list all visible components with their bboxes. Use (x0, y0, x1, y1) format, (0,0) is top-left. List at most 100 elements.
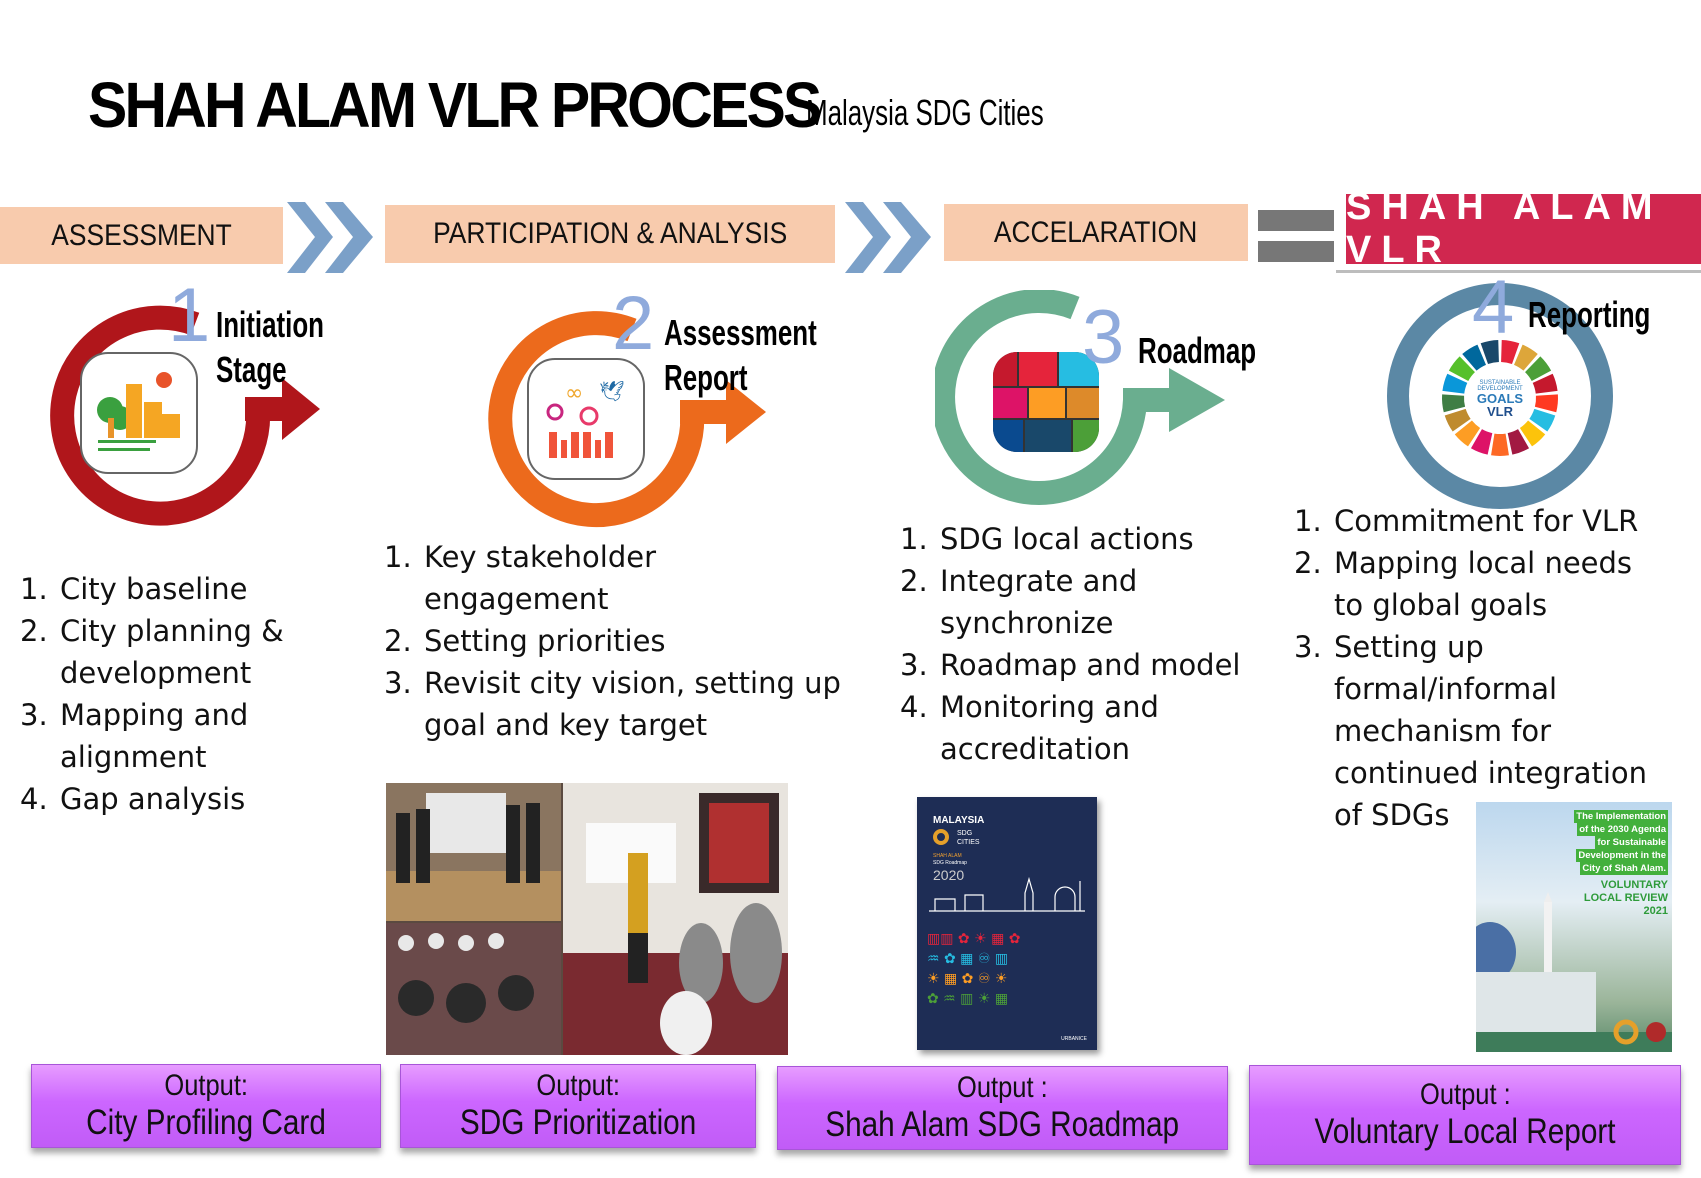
output-box-voluntary-local-report: Output : Voluntary Local Report (1249, 1065, 1681, 1165)
stage-title-line: Initiation (216, 304, 324, 345)
item-text: Mapping and alignment (60, 698, 249, 774)
skyline-pattern-icon: ▥▥ ✿ ☀ ▦ ✿ ♒ ✿ ▦ ♾ ▥ ☀ ▦ ✿ ♾ ☀ ✿ ♒ ▥ ☀ ▦ (927, 876, 1085, 1007)
stage-title-line: Assessment (664, 312, 817, 353)
item-number: 2. (20, 614, 48, 648)
item-text: SDG local actions (940, 522, 1194, 556)
sdg-wheel-segment (1532, 373, 1558, 394)
cover-line: The Implementation (1574, 810, 1668, 823)
output-label: Output : (1419, 1078, 1511, 1111)
svg-text:☀ ▦ ✿ ♾ ☀: ☀ ▦ ✿ ♾ ☀ (927, 971, 1007, 987)
svg-text:♒ ✿ ▦ ♾ ▥: ♒ ✿ ▦ ♾ ▥ (927, 951, 1008, 967)
item-number: 2. (1294, 546, 1322, 580)
stage-2-steps: 1.Key stakeholder engagement 2. Setting p… (384, 536, 841, 746)
list-item: 1. City baseline (20, 568, 284, 610)
stage-title-line: Reporting (1528, 294, 1651, 335)
wheel-text-line: GOALS (1476, 391, 1524, 406)
chevron-right-double-icon (287, 202, 373, 273)
stage-1-cycle-arrow-icon (50, 305, 320, 526)
sdg-wheel-segment (1501, 340, 1520, 365)
sdg-wheel-segment (1444, 408, 1471, 432)
output-box-city-profiling: Output: City Profiling Card (31, 1064, 381, 1148)
item-text: Mapping local needs to global goals (1334, 546, 1633, 622)
cover-line: of the 2030 Agenda (1577, 823, 1668, 836)
stage-2-cycle-arrow-icon (488, 311, 766, 528)
list-item: 4.Monitoring and accreditation (900, 686, 1241, 770)
shah-alam-vlr-banner: SHAH ALAM VLR (1346, 186, 1701, 271)
sdg-wheel-segment (1514, 344, 1538, 371)
page-title: SHAH ALAM VLR PROCESS (88, 69, 822, 141)
workshop-photo-collage (386, 783, 788, 1055)
item-text: Integrate and synchronize (940, 564, 1138, 640)
stage-title-line: Report (664, 357, 748, 398)
stage-3-cycle-arrow-icon (935, 290, 1225, 505)
cover-heading: The Implementation of the 2030 Agenda fo… (1546, 810, 1668, 918)
phase-acceleration: ACCELARATION (944, 204, 1248, 261)
stage-title: Initiation Stage (216, 302, 324, 392)
output-value: Voluntary Local Report (1314, 1112, 1616, 1151)
item-number: 4. (20, 782, 48, 816)
equals-sign-icon (1258, 210, 1334, 231)
output-value: SDG Prioritization (459, 1103, 697, 1142)
item-number: 3. (1294, 630, 1322, 664)
svg-text:∞: ∞ (565, 381, 583, 406)
list-item: 1.Key stakeholder engagement (384, 536, 841, 620)
cover-subtitle: SDG CITIES (957, 829, 980, 847)
stage-4-steps: 1.Commitment for VLR 2.Mapping local nee… (1294, 500, 1647, 836)
list-item: 3.Revisit city vision, setting up goal a… (384, 662, 841, 746)
cover-title: MALAYSIA (933, 815, 985, 826)
cover-headline: LOCAL REVIEW (1583, 892, 1668, 904)
sdg-wheel-segment (1470, 429, 1493, 455)
sdg-wheel-logo-icon (933, 829, 949, 845)
cover-line: CITIES (957, 839, 980, 846)
chevron-right-double-icon (845, 202, 931, 273)
sdg-wheel-segment (1519, 420, 1546, 447)
mosque-photo (1476, 892, 1672, 1052)
cover-line: for Sustainable (1595, 836, 1668, 849)
item-number: 1. (20, 572, 48, 606)
vlr-report-cover: The Implementation of the 2030 Agenda fo… (1476, 802, 1672, 1052)
item-text: Monitoring and accreditation (940, 690, 1159, 766)
stage-title: Assessment Report (664, 310, 817, 400)
cover-line: City of Shah Alam. (1580, 862, 1668, 875)
cover-year: 2020 (933, 867, 965, 883)
stage-3-steps: 1. SDG local actions 2. Integrate and sync… (900, 518, 1241, 770)
page-subtitle: Malaysia SDG Cities (806, 92, 1044, 133)
item-number: 3. (384, 666, 412, 700)
item-number: 2. (900, 564, 928, 598)
output-value: Shah Alam SDG Roadmap (825, 1105, 1180, 1144)
output-label: Output: (164, 1069, 248, 1102)
svg-text:▥▥ ✿ ☀ ▦ ✿: ▥▥ ✿ ☀ ▦ ✿ (927, 931, 1021, 947)
stage-number: 4 (1472, 265, 1515, 350)
item-number: 2. (384, 624, 412, 658)
cover-footer-logo: URBANICE (1061, 1036, 1087, 1042)
wheel-text-line: DEVELOPMENT (1477, 386, 1523, 392)
sdg-wheel-segment (1454, 420, 1481, 447)
list-item: 2.City planning & development (20, 610, 284, 694)
output-box-sdg-roadmap: Output : Shah Alam SDG Roadmap (777, 1066, 1228, 1150)
sdg-wheel-segment (1534, 394, 1558, 413)
equals-sign-icon (1258, 241, 1334, 262)
list-item: 3.Mapping and alignment (20, 694, 284, 778)
list-item: 2. Integrate and synchronize (900, 560, 1241, 644)
item-number: 1. (900, 522, 928, 556)
stage-1-steps: 1. City baseline 2.City planning & develo… (20, 568, 284, 820)
output-value: City Profiling Card (86, 1103, 326, 1142)
stage-number: 2 (612, 281, 655, 366)
item-text: City baseline (60, 572, 248, 606)
sdg-wheel-segment (1442, 373, 1468, 394)
item-text: Gap analysis (60, 782, 246, 816)
sdg-wheel-segment (1529, 408, 1556, 432)
sdg-wheel-segment (1448, 356, 1475, 381)
stage-number: 3 (1082, 295, 1125, 380)
cover-city: SHAH ALAM (933, 853, 962, 859)
stage-title: Roadmap (1138, 328, 1256, 373)
city-buildings-icon (80, 352, 198, 474)
phase-participation-analysis: PARTICIPATION & ANALYSIS (385, 205, 835, 263)
stage-title-line: Stage (216, 349, 287, 390)
item-number: 1. (1294, 504, 1322, 538)
output-label: Output : (957, 1071, 1048, 1104)
sdg-wheel-segment (1491, 433, 1509, 456)
item-text: Setting priorities (424, 624, 666, 658)
cover-line: Development in the (1576, 849, 1668, 862)
banner-text: SHAH ALAM VLR (1346, 186, 1663, 271)
